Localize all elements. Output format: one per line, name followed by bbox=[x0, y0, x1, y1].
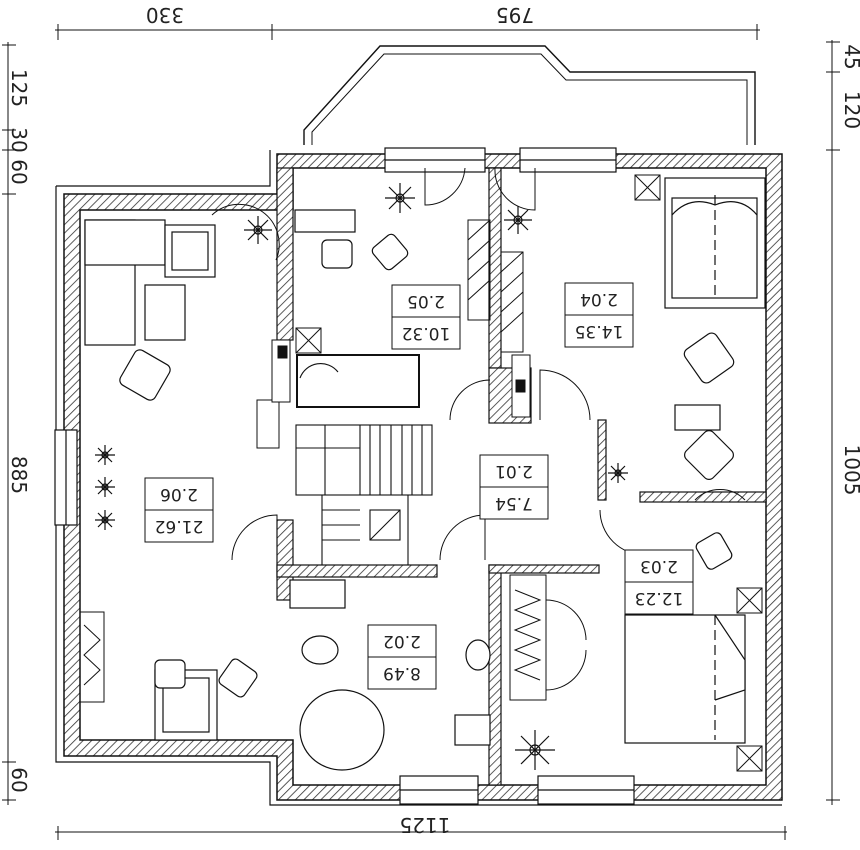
room-2-05-area: 10.32 bbox=[402, 323, 451, 343]
furniture bbox=[84, 209, 721, 771]
dim-left-c: 60 bbox=[7, 159, 31, 184]
windows bbox=[54, 147, 635, 805]
wardrobes bbox=[79, 219, 587, 703]
room-2-06-id: 2.06 bbox=[160, 484, 198, 504]
dimension-lines bbox=[2, 24, 840, 840]
dim-left-main: 885 bbox=[7, 456, 31, 494]
room-2-03-label: 2.03 12.23 bbox=[624, 549, 694, 615]
dim-bottom: 1125 bbox=[400, 813, 451, 837]
dim-right-main: 1005 bbox=[840, 445, 860, 496]
dim-top-left: 330 bbox=[146, 3, 184, 27]
plants bbox=[95, 183, 628, 770]
room-2-06-area: 21.62 bbox=[155, 516, 204, 536]
balcony bbox=[303, 45, 756, 145]
beds bbox=[624, 177, 766, 744]
room-2-05-label: 2.05 10.32 bbox=[391, 284, 461, 350]
room-2-03-id: 2.03 bbox=[640, 556, 678, 576]
dim-left-b: 30 bbox=[7, 127, 31, 152]
dim-right-mid: 120 bbox=[840, 91, 860, 129]
room-2-04-label: 2.04 14.35 bbox=[564, 282, 634, 348]
room-2-02-label: 2.02 8.49 bbox=[367, 624, 437, 690]
room-2-05-id: 2.05 bbox=[407, 291, 445, 311]
room-2-02-id: 2.02 bbox=[383, 631, 421, 651]
room-2-01-area: 7.54 bbox=[495, 493, 533, 513]
dim-right-top: 45 bbox=[840, 44, 860, 69]
dim-left-bottom: 60 bbox=[7, 767, 31, 792]
room-2-03-area: 12.23 bbox=[635, 588, 684, 608]
room-2-06-label: 2.06 21.62 bbox=[144, 477, 214, 543]
equipment bbox=[256, 174, 763, 772]
room-2-04-area: 14.35 bbox=[575, 321, 624, 341]
room-2-01-label: 2.01 7.54 bbox=[479, 454, 549, 520]
room-2-04-id: 2.04 bbox=[580, 289, 618, 309]
dim-top-right: 795 bbox=[496, 3, 534, 27]
room-labels: 2.05 10.32 2.04 14.35 2.01 7.54 2.06 21.… bbox=[144, 282, 694, 690]
stairs bbox=[295, 354, 433, 566]
dim-left-a: 125 bbox=[7, 69, 31, 107]
armchairs bbox=[119, 233, 735, 698]
room-2-01-id: 2.01 bbox=[495, 461, 533, 481]
outer-outline bbox=[55, 150, 782, 806]
room-2-02-area: 8.49 bbox=[383, 663, 421, 683]
